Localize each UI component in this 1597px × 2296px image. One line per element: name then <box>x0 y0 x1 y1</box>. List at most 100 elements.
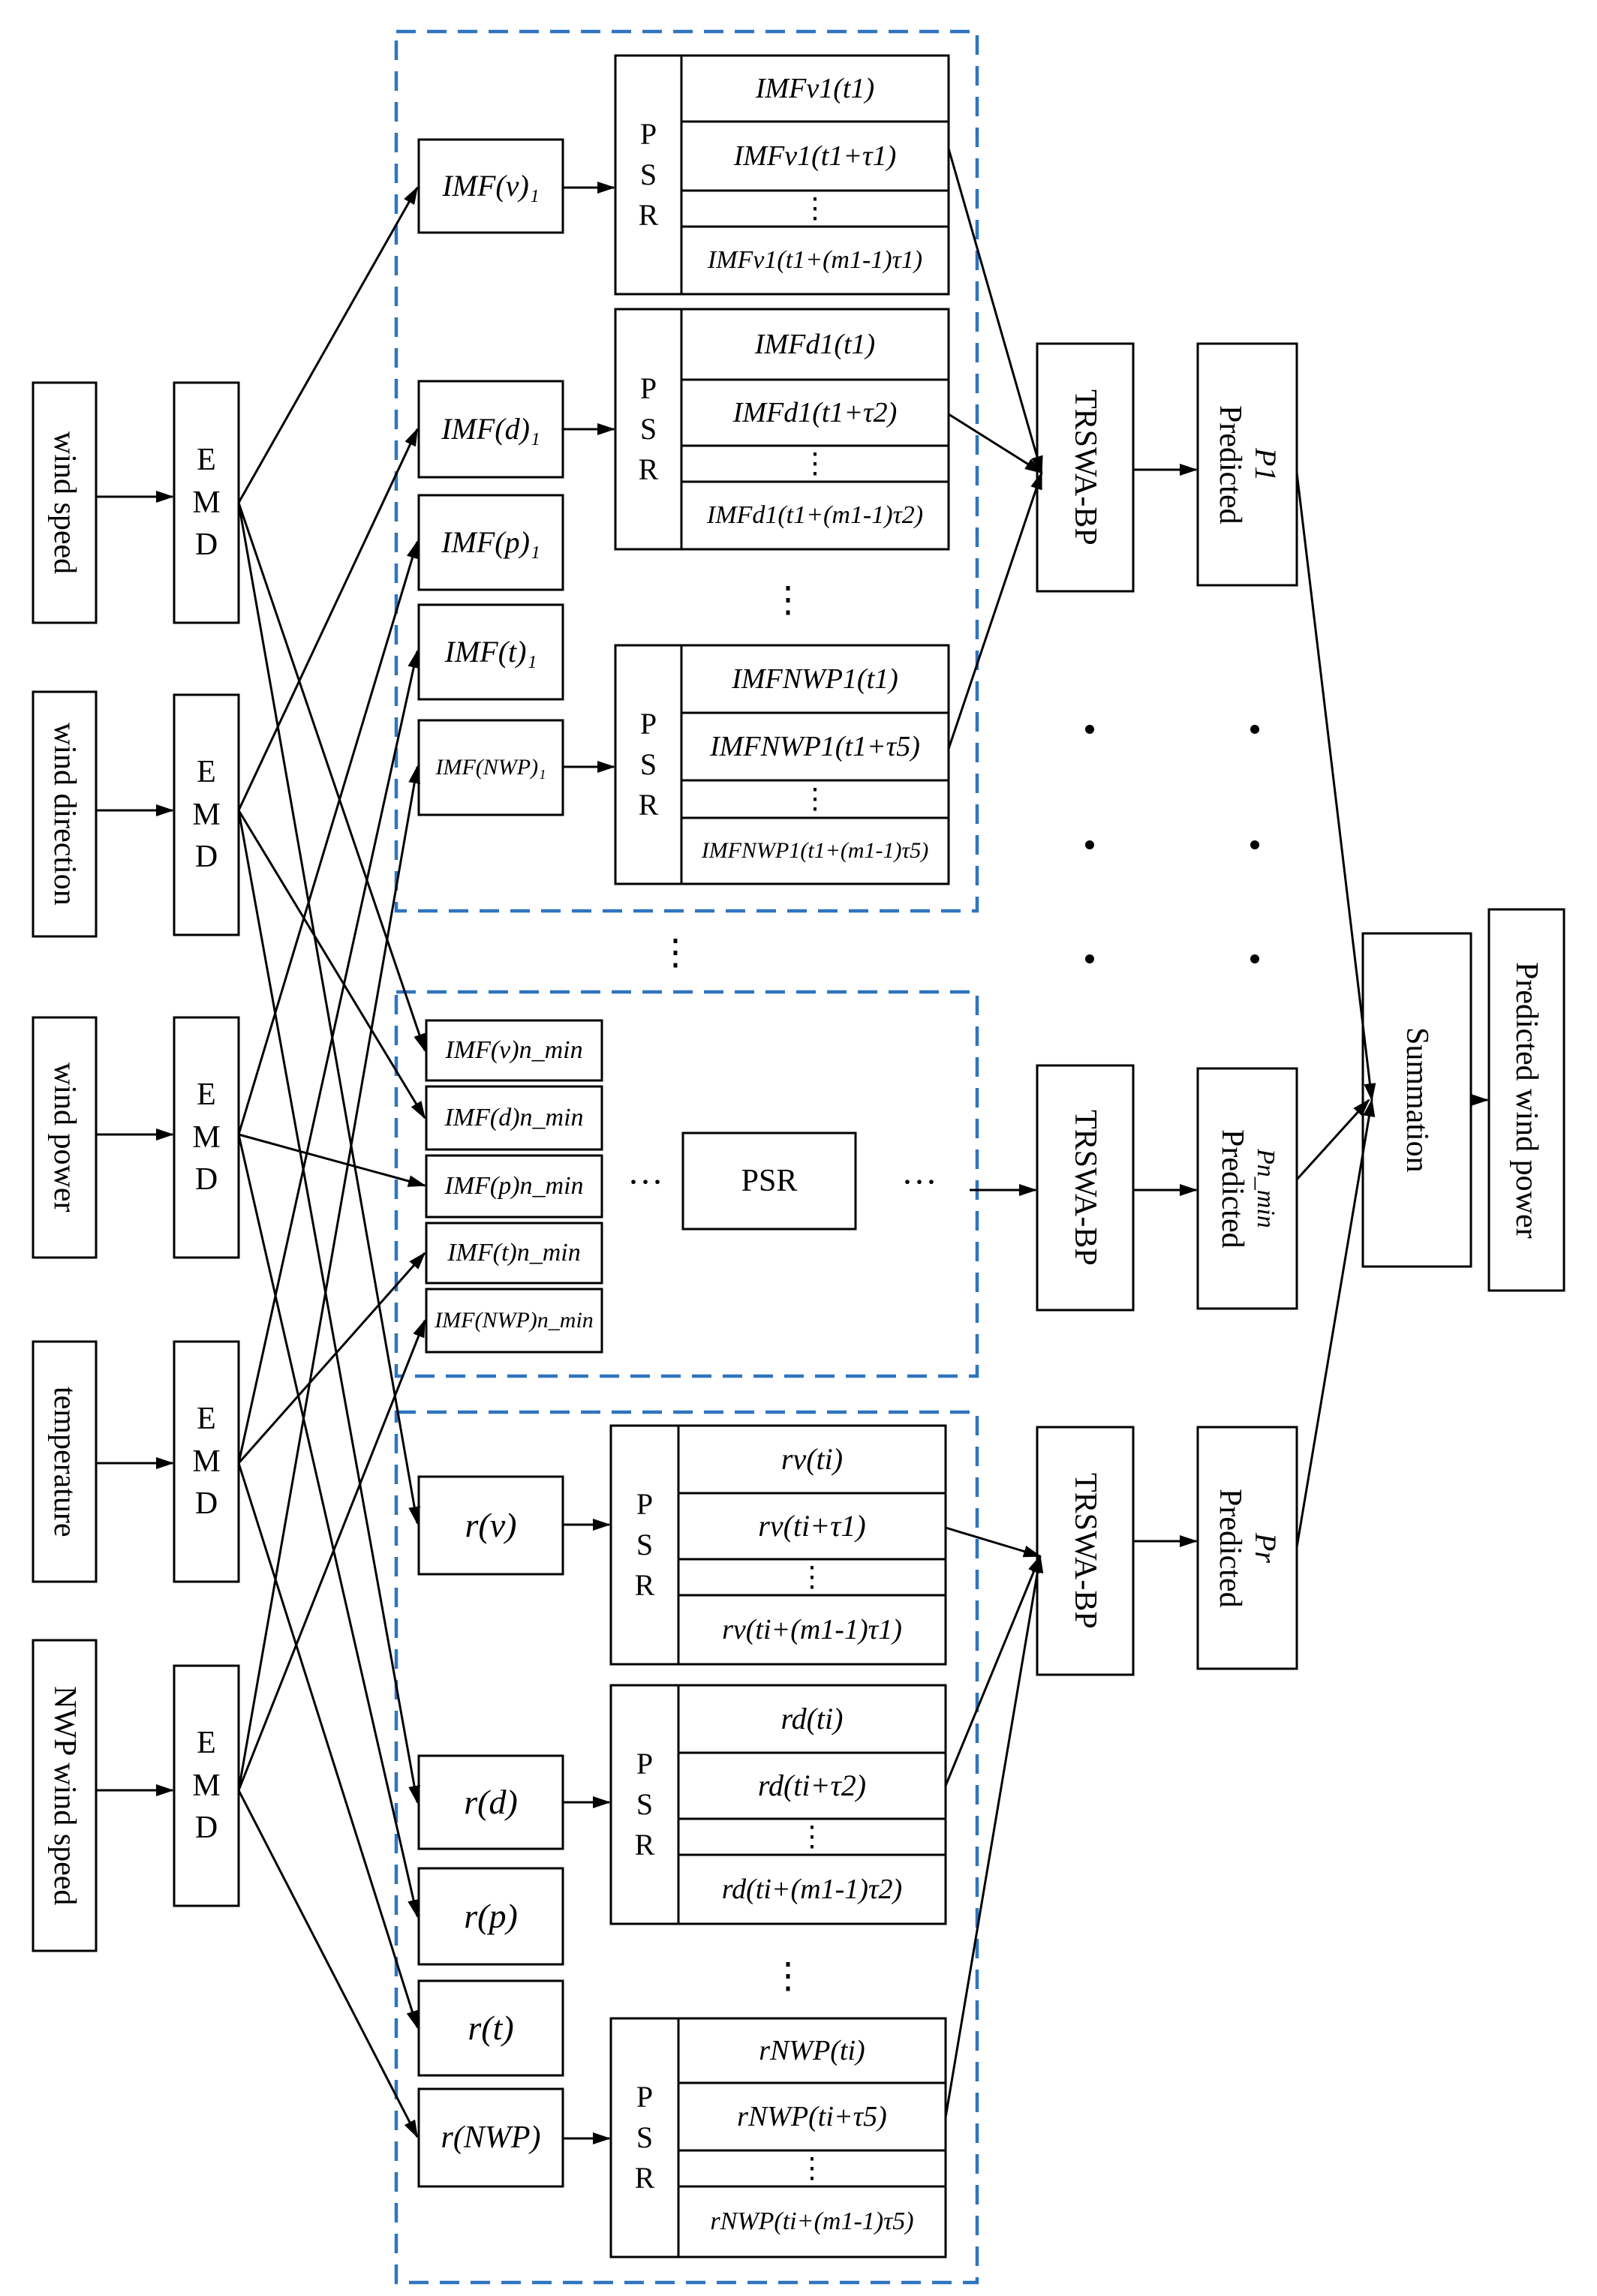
psr-row-top-3-1: IMFNWP1(t1+τ5) <box>710 731 920 762</box>
imf-box-v-1 <box>417 138 564 234</box>
group-nmin-imf <box>394 990 979 1378</box>
psr-block-top-2 <box>614 308 950 551</box>
psr-row-top-2-0: IMFd1(t1) <box>754 329 876 360</box>
dot-marker <box>1085 725 1094 734</box>
psr-row-top-1-0: IMFv1(t1) <box>755 73 875 104</box>
vertical-ellipsis-between-groups: ⋮ <box>657 933 693 972</box>
imf-box-v-nmin <box>425 1019 603 1082</box>
psr-row-top-2-2: ⋮ <box>801 448 829 479</box>
model-box-r <box>1036 1426 1135 1676</box>
group-residue <box>394 1410 979 2285</box>
psr-row-bottom-2-3: rd(ti+(m1-1)τ2) <box>721 1874 903 1905</box>
dot-marker <box>1250 725 1259 734</box>
imf-label-v-1: IMF(v)₁ <box>442 169 540 203</box>
predicted-sub: Pr <box>1249 1533 1283 1563</box>
psr-row-top-3-0: IMFNWP1(t1) <box>732 663 898 695</box>
residue-label-p: r(p) <box>464 1897 518 1935</box>
input-label-wind-power: wind power <box>47 1062 82 1213</box>
emd-label-1: E M D <box>192 442 221 563</box>
psr-row-top-2-3: IMFd1(t1+(m1-1)τ2) <box>706 501 924 529</box>
predicted-box-1 <box>1196 342 1298 587</box>
imf-box-t-1 <box>417 603 564 701</box>
emd-label-4: E M D <box>192 1401 221 1522</box>
dot-marker <box>1085 840 1094 849</box>
summation-box <box>1361 932 1472 1268</box>
psr-block-bottom-2 <box>609 1684 947 1925</box>
predicted-sub: Pn_min <box>1252 1149 1280 1228</box>
input-label-wind-direction: wind direction <box>47 723 82 906</box>
psr-block-bottom-1 <box>609 1424 947 1666</box>
group-first-imf <box>394 29 979 913</box>
psr-label-mid: PSR <box>741 1164 798 1198</box>
predicted-box-nmin <box>1196 1067 1298 1310</box>
imf-box-p-1 <box>417 494 564 591</box>
psr-row-bottom-3-0: rNWP(ti) <box>759 2035 865 2066</box>
imf-box-d-nmin <box>425 1085 603 1151</box>
emd-label-3: E M D <box>192 1077 221 1198</box>
psr-block-top-3 <box>614 644 950 885</box>
emd-label-2: E M D <box>192 754 221 875</box>
psr-block-bottom-3 <box>609 2017 947 2258</box>
input-box-nwp-wind-speed <box>32 1639 98 1952</box>
psr-vertical-label-top-3: P S R <box>638 707 659 822</box>
horizontal-ellipsis-left: ··· <box>627 1162 663 1202</box>
imf-label-p-1: IMF(p)₁ <box>441 525 540 559</box>
psr-vertical-label-bottom-2: P S R <box>634 1747 655 1862</box>
imf-box-p-nmin <box>425 1154 603 1219</box>
imf-label-t-1: IMF(t)₁ <box>444 635 537 669</box>
psr-row-bottom-2-0: rd(ti) <box>780 1702 844 1736</box>
imf-box-nwp-nmin <box>425 1288 603 1354</box>
psr-row-bottom-1-2: ⋮ <box>798 1561 826 1593</box>
input-label-temperature: temperature <box>47 1386 82 1537</box>
input-box-temperature <box>32 1340 98 1583</box>
psr-vertical-label-bottom-3: P S R <box>634 2080 655 2195</box>
psr-row-bottom-1-3: rv(ti+(m1-1)τ1) <box>722 1614 902 1645</box>
residue-box-nwp <box>417 2087 564 2188</box>
psr-vertical-label-top-1: P S R <box>638 117 659 232</box>
predicted-label-r: Predicted Pr <box>1198 1427 1297 1669</box>
summation-label: Summation <box>1400 1027 1434 1173</box>
emd-box-1 <box>173 381 240 624</box>
psr-row-bottom-2-1: rd(ti+τ2) <box>757 1769 867 1802</box>
dot-marker <box>1250 954 1259 963</box>
horizontal-ellipsis-right: ··· <box>901 1162 937 1202</box>
psr-row-top-3-3: IMFNWP1(t1+(m1-1)τ5) <box>701 838 929 863</box>
psr-row-top-1-3: IMFv1(t1+(m1-1)τ1) <box>707 246 923 274</box>
model-label-1: TRSWA-BP <box>1068 389 1102 545</box>
emd-box-2 <box>173 693 240 936</box>
output-box <box>1487 908 1565 1292</box>
predicted-sub: P1 <box>1249 447 1283 482</box>
residue-box-p <box>417 1867 564 1966</box>
imf-box-t-nmin <box>425 1222 603 1285</box>
input-box-wind-speed <box>32 381 98 624</box>
dot-marker <box>1250 840 1259 849</box>
predicted-word: Predicted <box>1215 1128 1250 1249</box>
psr-row-bottom-1-0: rv(ti) <box>780 1442 844 1476</box>
predicted-word: Predicted <box>1213 1488 1247 1608</box>
imf-label-nwp-1: IMF(NWP)₁ <box>435 755 546 780</box>
psr-row-bottom-1-1: rv(ti+τ1) <box>758 1509 866 1543</box>
imf-label-d-1: IMF(d)₁ <box>441 412 540 446</box>
predicted-label-nmin: Predicted Pn_min <box>1198 1068 1297 1309</box>
model-label-nmin: TRSWA-BP <box>1068 1110 1102 1266</box>
input-box-wind-power <box>32 1016 98 1259</box>
psr-row-top-2-1: IMFd1(t1+τ2) <box>732 397 898 428</box>
model-box-nmin <box>1036 1064 1135 1312</box>
predicted-box-r <box>1196 1426 1298 1670</box>
dot-marker <box>1085 954 1094 963</box>
psr-row-top-1-1: IMFv1(t1+τ1) <box>733 140 897 172</box>
residue-label-d: r(d) <box>464 1783 518 1821</box>
psr-row-bottom-2-2: ⋮ <box>798 1821 826 1853</box>
psr-vertical-label-bottom-1: P S R <box>634 1487 655 1602</box>
emd-box-3 <box>173 1016 240 1259</box>
emd-label-5: E M D <box>192 1725 221 1846</box>
output-label: Predicted wind power <box>1509 961 1544 1239</box>
psr-row-top-1-2: ⋮ <box>801 193 829 224</box>
imf-label-p-nmin: IMF(p)n_min <box>444 1172 584 1200</box>
imf-label-t-nmin: IMF(t)n_min <box>447 1239 581 1267</box>
imf-label-v-nmin: IMF(v)n_min <box>445 1036 583 1064</box>
emd-box-4 <box>173 1340 240 1583</box>
residue-box-t <box>417 1979 564 2077</box>
vertical-ellipsis-top: ⋮ <box>770 580 806 620</box>
predicted-word: Predicted <box>1213 404 1247 524</box>
